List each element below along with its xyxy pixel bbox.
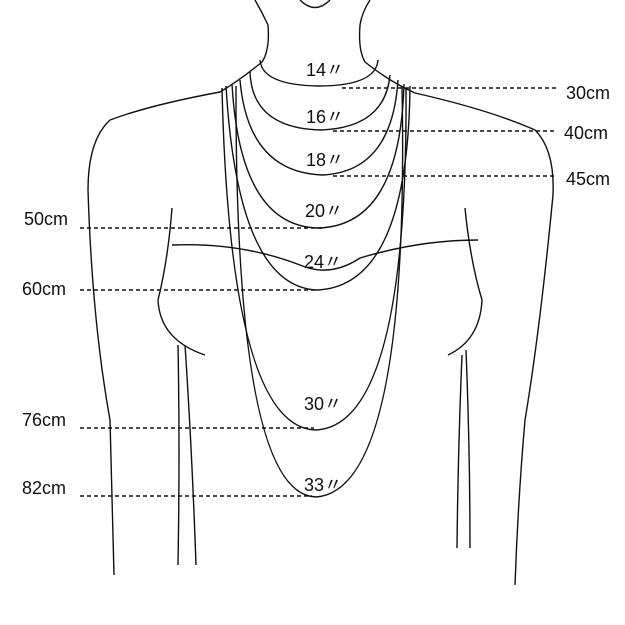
label-76cm: 76cm xyxy=(22,410,66,430)
label-45cm: 45cm xyxy=(566,169,610,189)
necklace-24in xyxy=(225,85,411,291)
label-50cm: 50cm xyxy=(24,209,68,229)
label-33in: 33〃 xyxy=(304,475,342,495)
necklace-18in xyxy=(239,79,399,176)
label-24in: 24〃 xyxy=(304,252,342,272)
label-30in: 30〃 xyxy=(304,394,342,414)
label-40cm: 40cm xyxy=(564,123,608,143)
label-60cm: 60cm xyxy=(22,279,66,299)
necklace-16in xyxy=(249,71,391,131)
label-82cm: 82cm xyxy=(22,478,66,498)
necklace-14in xyxy=(259,59,379,87)
necklace-30in xyxy=(221,87,407,431)
label-18in: 18〃 xyxy=(306,150,344,170)
necklace-33in xyxy=(235,85,404,498)
label-20in: 20〃 xyxy=(305,201,343,221)
measure-lines xyxy=(80,87,556,497)
body-outline xyxy=(87,0,554,586)
label-14in: 14〃 xyxy=(306,60,344,80)
label-30cm: 30cm xyxy=(566,83,610,103)
label-16in: 16〃 xyxy=(306,107,344,127)
